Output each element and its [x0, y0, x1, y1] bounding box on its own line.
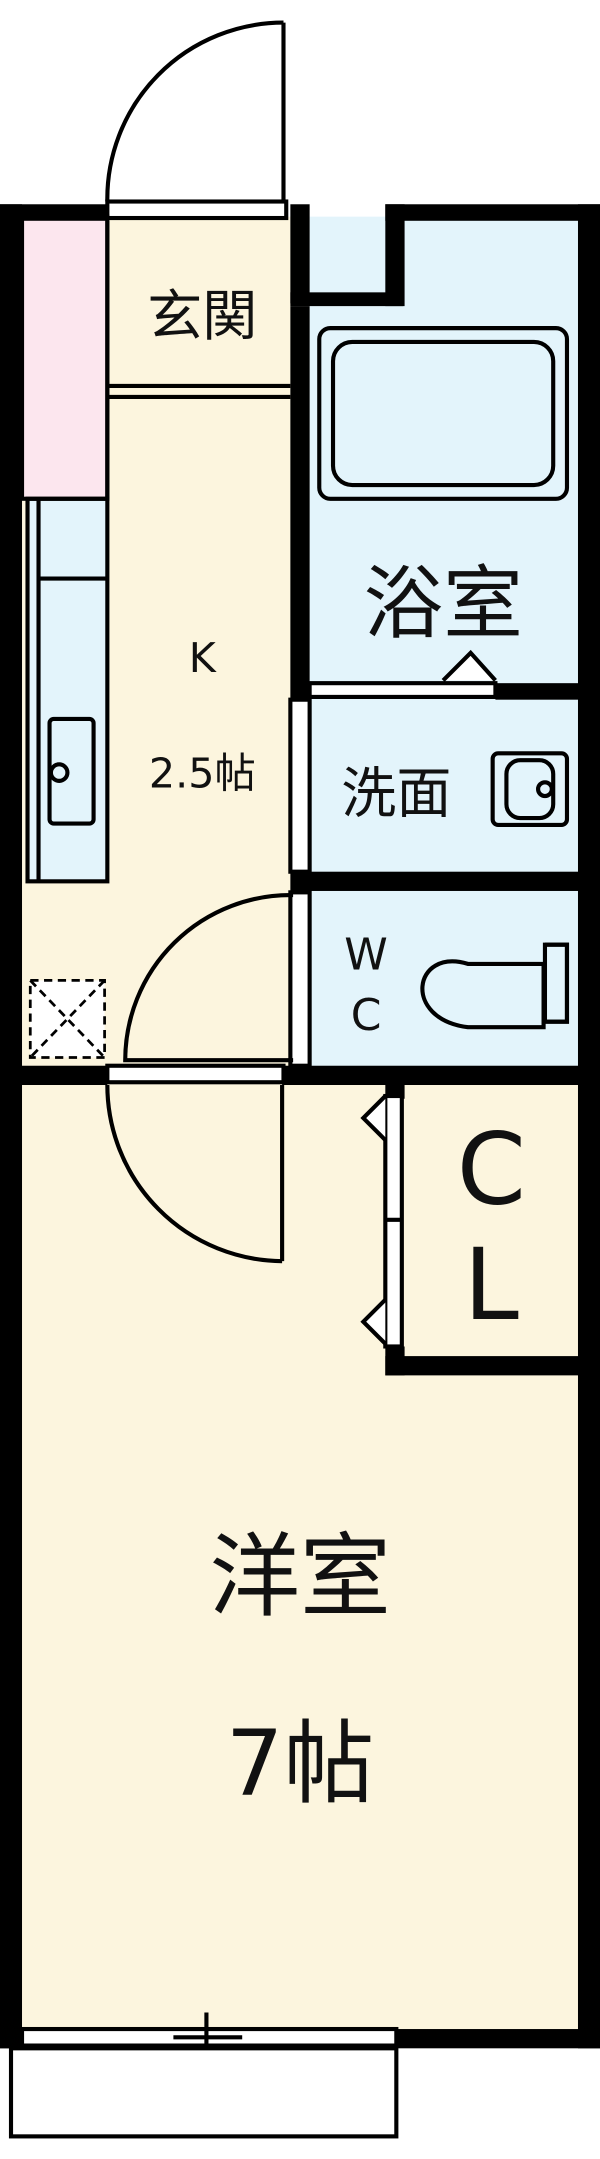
- closet-door-fold-2: [360, 1298, 387, 1346]
- shoe-cabinet: [13, 216, 108, 499]
- washroom-label: 洗面: [341, 762, 451, 826]
- washroom-floor: [309, 698, 581, 875]
- shoe-cabinet-outline: [19, 214, 110, 501]
- wall-bath-washroom: [495, 683, 581, 700]
- wall-closet-left-bottom: [385, 1346, 405, 1376]
- toilet-floor: [309, 888, 581, 1068]
- toilet-label-c: C: [351, 990, 382, 1041]
- wall-bath-notch-left: [290, 204, 310, 304]
- sink-drain: [48, 762, 70, 783]
- outer-wall-top-right: [385, 204, 600, 221]
- wash-basin-outer: [490, 751, 570, 827]
- closet-label-l: L: [464, 1228, 519, 1343]
- entrance-floor: [107, 216, 291, 397]
- bath-door-fold: [441, 649, 497, 682]
- ventilation-fan-x: [29, 979, 106, 1059]
- outer-wall-left: [0, 204, 23, 2049]
- kitchen-size: 2.5帖: [149, 750, 256, 798]
- kitchen-door-frame: [105, 1063, 286, 1085]
- wash-basin-drain: [536, 780, 554, 799]
- wall-kitchen-room-right: [282, 1065, 600, 1086]
- toilet-door-frame: [288, 890, 312, 1068]
- wall-washroom-toilet: [290, 871, 581, 891]
- wall-bath-notch-right: [385, 204, 405, 307]
- wall-closet-bottom: [385, 1356, 600, 1376]
- kitchen-label: K: [189, 634, 217, 682]
- western-room-floor-left: [13, 1080, 402, 1359]
- kitchen-door-swing: [105, 1085, 283, 1264]
- entrance-door-swing: [105, 20, 284, 202]
- toilet-door-swing: [123, 893, 294, 1063]
- bath-label: 浴室: [363, 557, 523, 650]
- western-room-size: 7帖: [226, 1712, 375, 1817]
- closet-label-c: C: [457, 1112, 526, 1227]
- outer-wall-right: [577, 204, 600, 2049]
- western-room-label: 洋室: [209, 1525, 391, 1630]
- toilet-label-w: W: [344, 929, 388, 980]
- balcony: [8, 2046, 399, 2139]
- washroom-door-frame: [288, 697, 312, 874]
- toilet-tank: [544, 942, 570, 1024]
- closet-door-fold-1: [360, 1094, 387, 1142]
- wall-kitchen-bath: [290, 306, 310, 700]
- bath-door-frame: [307, 681, 498, 699]
- wall-kitchen-room: [0, 1065, 108, 1086]
- wall-bath-notch-top: [290, 292, 404, 307]
- entrance-door-frame: [105, 199, 289, 221]
- entrance-label: 玄関: [147, 284, 257, 348]
- bathtub-outer: [317, 326, 570, 501]
- bathtub-inner: [330, 339, 556, 488]
